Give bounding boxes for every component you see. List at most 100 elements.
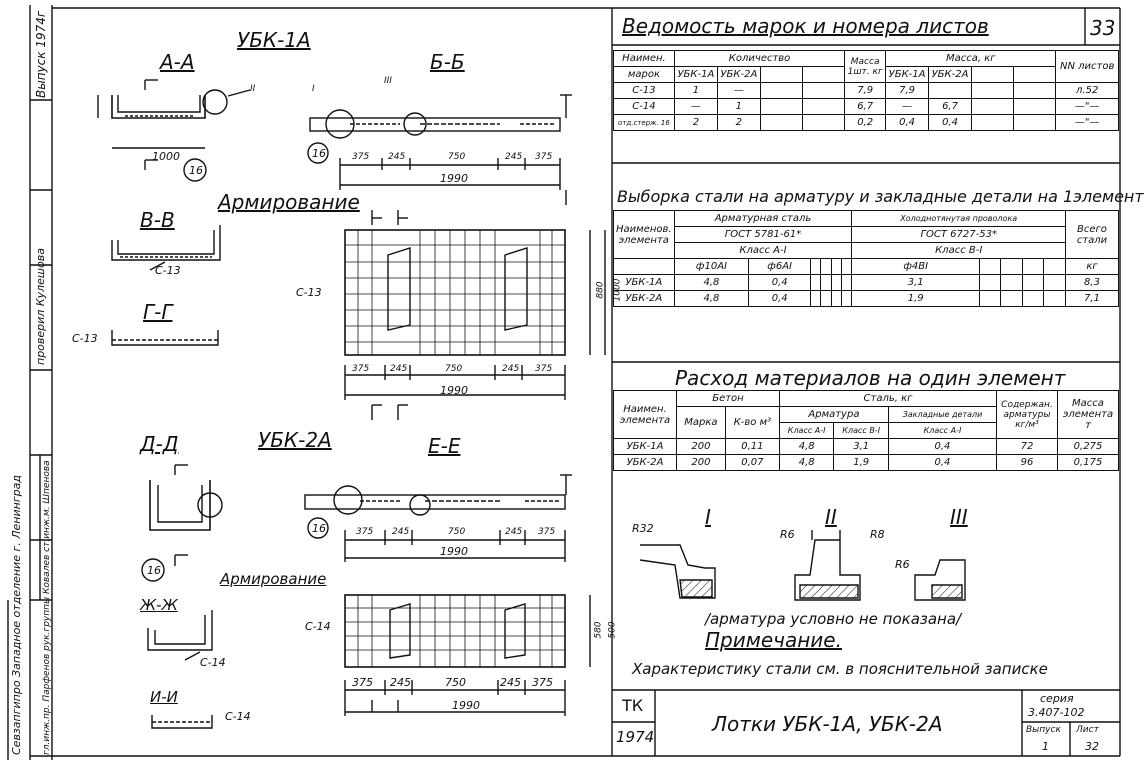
stamp-year: 1974 <box>616 728 655 746</box>
t3-h-vol: К-во м³ <box>724 406 780 439</box>
t2-class2: Класс В-I <box>851 242 1066 259</box>
stamp-sheet: 32 <box>1085 740 1099 753</box>
organization-label: Севзапгипро Западное отделение г. Ленинг… <box>10 475 23 755</box>
t2-h-total: Всего стали <box>1065 210 1119 259</box>
dim-arm2-1: 375 <box>352 676 373 689</box>
dim-ee-4: 245 <box>505 527 523 537</box>
checked-by-label: проверил Кулешова <box>34 248 47 365</box>
dim-ee-total: 1990 <box>440 545 468 558</box>
t1-h-m-ubk2: УБК-2А <box>928 66 972 83</box>
rod-c13-ref-2: С-13 <box>72 332 98 345</box>
dim-bb-4: 245 <box>505 152 523 162</box>
t1-h-unitmass: Масса 1шт. кг <box>844 50 887 83</box>
reinforcement-title-1: Армирование <box>218 190 360 214</box>
t1-h-m-ubk1: УБК-1А <box>885 66 930 83</box>
material-consumption-table: Наимен. элемента Бетон Сталь, кг Содержа… <box>613 390 1119 471</box>
rod-c13-ref-3: С-13 <box>296 286 322 299</box>
dim-bb-2: 245 <box>388 152 406 162</box>
t2-class1: Класс А-I <box>673 242 853 259</box>
stamp-org: ТК <box>622 696 644 715</box>
t3-h-name: Наимен. элемента <box>613 390 677 439</box>
rod-16-ref-4: 16 <box>147 564 161 577</box>
radius-r6-a: R6 <box>780 528 795 541</box>
stamp-sheet-label: Лист <box>1076 725 1099 735</box>
t2-gost2: ГОСТ 6727-53* <box>851 226 1066 243</box>
t3-h-soder: Содержан. арматуры кг/м³ <box>996 390 1058 439</box>
sheet-list-table: Наимен. Количество Масса 1шт. кг Масса, … <box>613 50 1119 131</box>
radius-r8: R8 <box>870 528 885 541</box>
dim-arm2-2: 245 <box>390 676 411 689</box>
detail-ref-3: III <box>384 76 392 86</box>
note-reinforcement-hidden: /арматура условно не показана/ <box>705 610 962 628</box>
note-steel-characteristics: Характеристику стали см. в пояснительной… <box>632 660 1048 678</box>
dim-ee-3: 750 <box>448 527 466 537</box>
t1-h-marks: марок <box>613 66 675 83</box>
t2-h-wire: Холоднотянутая проволока <box>851 210 1066 227</box>
section-gg-label: Г-Г <box>143 300 173 324</box>
detail-III-title: III <box>950 505 968 529</box>
t1-h-name: Наимен. <box>613 50 675 67</box>
height-500: 500 <box>607 621 618 639</box>
dim-arm2-5: 375 <box>532 676 553 689</box>
staff-names-label: гл.инж.пр. Парфенов рук.группы Ковалев с… <box>42 460 52 755</box>
dim-arm1-5: 375 <box>535 364 553 374</box>
radius-r6-b: R6 <box>895 558 910 571</box>
dim-arm2-3: 750 <box>445 676 466 689</box>
note-title: Примечание. <box>705 628 842 652</box>
issue-year-label: Выпуск 1974г <box>34 10 48 98</box>
dim-ee-5: 375 <box>538 527 556 537</box>
dim-arm2-total: 1990 <box>452 699 480 712</box>
table3-title: Расход материалов на один элемент <box>675 366 1066 390</box>
t1-h-ubk2: УБК-2А <box>716 66 761 83</box>
t2-gost1: ГОСТ 5781-61* <box>673 226 853 243</box>
dim-ee-2: 245 <box>392 527 410 537</box>
t2-unit: кг <box>1065 258 1119 275</box>
t1-h-sheets: NN листов <box>1055 50 1119 83</box>
t1-h-mass: Масса, кг <box>885 50 1057 67</box>
t2-h-arm: Арматурная сталь <box>673 210 853 227</box>
dim-arm1-1: 375 <box>352 364 370 374</box>
rod-c13-ref-1: С-13 <box>155 264 181 277</box>
dim-arm2-4: 245 <box>500 676 521 689</box>
table1-title: Ведомость марок и номера листов <box>622 14 989 38</box>
rod-c14-ref-1: С-14 <box>200 656 226 669</box>
stamp-issue-label: Выпуск <box>1026 725 1061 735</box>
stamp-issue: 1 <box>1042 740 1049 753</box>
radius-r32: R32 <box>632 522 654 535</box>
height-880: 880 <box>595 281 606 299</box>
rod-c14-ref-2: С-14 <box>225 710 251 723</box>
title-ubk2: УБК-2А <box>258 428 332 452</box>
section-aa-label: А-А <box>160 50 195 74</box>
dim-ee-1: 375 <box>356 527 374 537</box>
section-vv-label: В-В <box>140 208 175 232</box>
dim-arm1-total: 1990 <box>440 384 468 397</box>
detail-I-title: I <box>705 505 711 529</box>
t3-h-arm: Арматура <box>778 406 889 423</box>
rod-c14-ref-3: С-14 <box>305 620 331 633</box>
dim-bb-total: 1990 <box>440 172 468 185</box>
detail-ref-1: I <box>312 84 315 94</box>
reinforcement-title-2: Армирование <box>220 570 327 588</box>
t3-h-mass: Масса элемента т <box>1057 390 1119 439</box>
rod-16-ref-1: 16 <box>189 164 203 177</box>
section-bb-label: Б-Б <box>430 50 465 74</box>
section-dd-label: Д-Д <box>140 432 179 456</box>
stamp-series: 3.407-102 <box>1028 706 1085 719</box>
t3-h-zakl: Закладные детали <box>887 406 998 423</box>
title-ubk1: УБК-1А <box>237 28 311 52</box>
width-1000: 1000 <box>152 150 180 163</box>
sheet-number: 33 <box>1090 16 1116 40</box>
rod-16-ref-2: 16 <box>312 147 326 160</box>
section-ii-label: И-И <box>150 688 178 706</box>
t3-h-beton: Бетон <box>676 390 780 407</box>
table2-title: Выборка стали на арматуру и закладные де… <box>617 187 1144 206</box>
section-zhzh-label: Ж-Ж <box>140 596 178 614</box>
stamp-series-label: серия <box>1040 692 1074 705</box>
